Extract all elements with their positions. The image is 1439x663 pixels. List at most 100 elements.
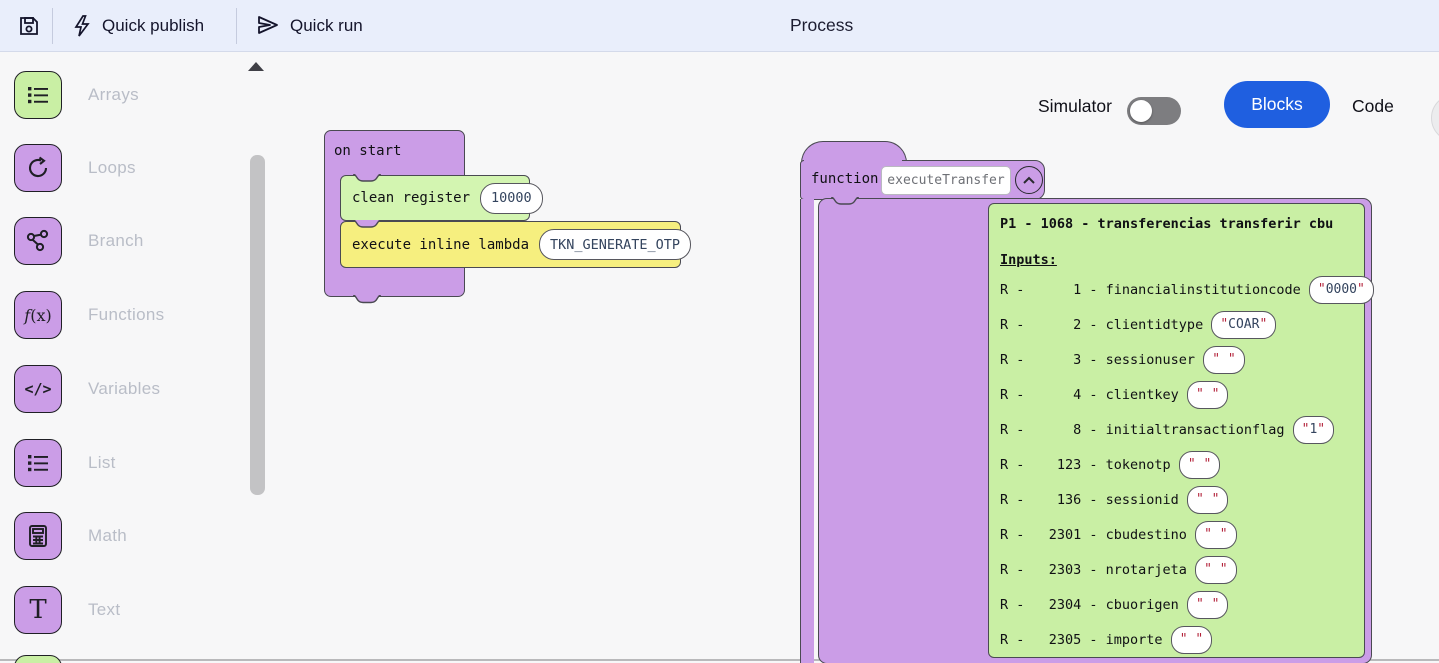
letter-t-icon: T [14,586,62,634]
toolbar: Quick publish Quick run Process [0,0,1439,52]
quick-publish-label: Quick publish [102,15,205,35]
input-row: R - 4 - clientkey " " [1000,377,1353,412]
comment-title: P1 - 1068 - transferencias transferir cb… [1000,216,1334,232]
block-notch [830,197,860,205]
input-row-text: R - 4 - clientkey [1000,386,1187,403]
input-row-text: R - 2305 - importe [1000,631,1171,648]
input-row: R - 2301 - cbudestino " " [1000,517,1353,552]
input-value-field[interactable]: " " [1178,450,1221,479]
sidebar-item-branch[interactable]: Branch [14,217,144,265]
input-row-text: R - 2304 - cbuorigen [1000,596,1187,613]
input-row: R - 136 - sessionid " " [1000,482,1353,517]
share-nodes-icon [14,217,62,265]
input-value-field[interactable]: " " [1195,555,1237,584]
input-row: R - 2 - clientidtype "COAR" [1000,307,1353,342]
sidebar-item-math[interactable]: Math [14,512,127,560]
input-row: R - 123 - tokenotp " " [1000,447,1353,482]
block-notch [352,174,382,182]
block-bottom-tab [352,295,382,304]
input-value-field[interactable]: " " [1186,380,1229,409]
input-row: R - 2305 - importe " " [1000,622,1353,657]
input-row-text: R - 8 - initialtransactionflag [1000,421,1293,438]
input-value-field[interactable]: " " [1195,520,1237,549]
sidebar-item-partial[interactable] [14,655,62,663]
function-comment-block[interactable]: P1 - 1068 - transferencias transferir cb… [988,203,1374,658]
lightning-bolt-icon [72,14,92,38]
sidebar-item-list[interactable]: List [14,439,116,487]
clean-register-block[interactable]: clean register 10000 [340,175,543,221]
list-icon [14,439,62,487]
simulator-label: Simulator [1038,96,1112,116]
execute-inline-lambda-block[interactable]: execute inline lambda TKN_GENERATE_OTP [340,221,692,268]
input-row-text: R - 3 - sessionuser [1000,351,1204,368]
input-row: R - 1 - financialinstitutioncode "0000" [1000,272,1374,307]
register-value-field[interactable]: 10000 [480,182,543,214]
lambda-name-field[interactable]: TKN_GENERATE_OTP [539,229,692,260]
inputs-heading: Inputs: [1000,252,1057,268]
window-bottom-edge [0,659,1439,661]
quick-run-label: Quick run [290,15,363,35]
flyout-scrollbar[interactable] [250,155,265,495]
simulator-toggle[interactable] [1127,97,1181,125]
input-row: R - 2304 - cbuorigen " " [1000,587,1353,622]
sidebar-item-label: List [88,453,116,472]
sidebar-item-arrays[interactable]: Arrays [14,71,139,119]
sidebar-item-loops[interactable]: Loops [14,144,136,192]
input-value-field[interactable]: "0000" [1308,275,1374,304]
blocks-view-button[interactable]: Blocks [1224,81,1330,128]
save-icon [17,14,41,38]
input-row-text: R - 1 - financialinstitutioncode [1000,281,1309,298]
sidebar-item-label: Text [88,600,121,619]
fx-icon: f(x) [14,291,62,339]
cutoff-floating-button[interactable] [1431,94,1439,142]
function-name-field[interactable]: executeTransfer [881,166,1011,195]
input-row-text: R - 2303 - nrotarjeta [1000,561,1196,578]
list-icon [14,655,62,663]
sidebar-item-label: Math [88,526,127,545]
code-view-button[interactable]: Code [1352,96,1394,116]
block-notch [352,220,382,228]
quick-run-button[interactable]: Quick run [256,0,363,51]
save-button[interactable] [17,0,41,51]
flyout-scroll-up-arrow[interactable] [248,62,264,71]
toolbar-divider [52,8,53,44]
input-row: R - 3 - sessionuser " " [1000,342,1353,377]
calculator-icon [14,512,62,560]
sidebar-item-label: Branch [88,231,144,250]
send-arrow-icon [256,14,280,38]
input-value-field[interactable]: "1" [1292,415,1335,444]
function-left-wall [800,199,814,663]
chevron-up-circle-icon[interactable] [1015,166,1043,194]
list-icon [14,71,62,119]
function-keyword-label: function [811,171,879,187]
sidebar-item-label: Arrays [88,85,139,104]
input-value-field[interactable]: "COAR" [1211,310,1277,339]
inputs-list: R - 1 - financialinstitutioncode "0000"R… [1000,272,1374,657]
input-row-text: R - 136 - sessionid [1000,491,1187,508]
toolbar-divider [236,8,237,44]
quick-publish-button[interactable]: Quick publish [72,0,204,51]
sidebar-item-label: Functions [88,305,165,324]
input-row: R - 2303 - nrotarjeta " " [1000,552,1353,587]
input-value-field[interactable]: " " [1186,485,1229,514]
input-row-text: R - 2 - clientidtype [1000,316,1212,333]
sidebar-item-text[interactable]: T Text [14,586,120,634]
toggle-knob [1130,100,1152,122]
input-row-text: R - 2301 - cbudestino [1000,526,1196,543]
page-title: Process [790,15,854,35]
input-row-text: R - 123 - tokenotp [1000,456,1179,473]
input-value-field[interactable]: " " [1170,625,1213,654]
execute-lambda-label: execute inline lambda [352,236,530,253]
input-value-field[interactable]: " " [1186,590,1229,619]
loop-arrow-icon [14,144,62,192]
clean-register-label: clean register [352,190,471,206]
on-start-label: on start [334,143,402,159]
sidebar-item-label: Variables [88,379,161,398]
input-value-field[interactable]: " " [1203,345,1245,374]
input-row: R - 8 - initialtransactionflag "1" [1000,412,1353,447]
sidebar-item-variables[interactable]: </> Variables [14,365,160,413]
sidebar-item-label: Loops [88,158,136,177]
function-hat-seam [804,157,902,165]
sidebar-item-functions[interactable]: f(x) Functions [14,291,164,339]
